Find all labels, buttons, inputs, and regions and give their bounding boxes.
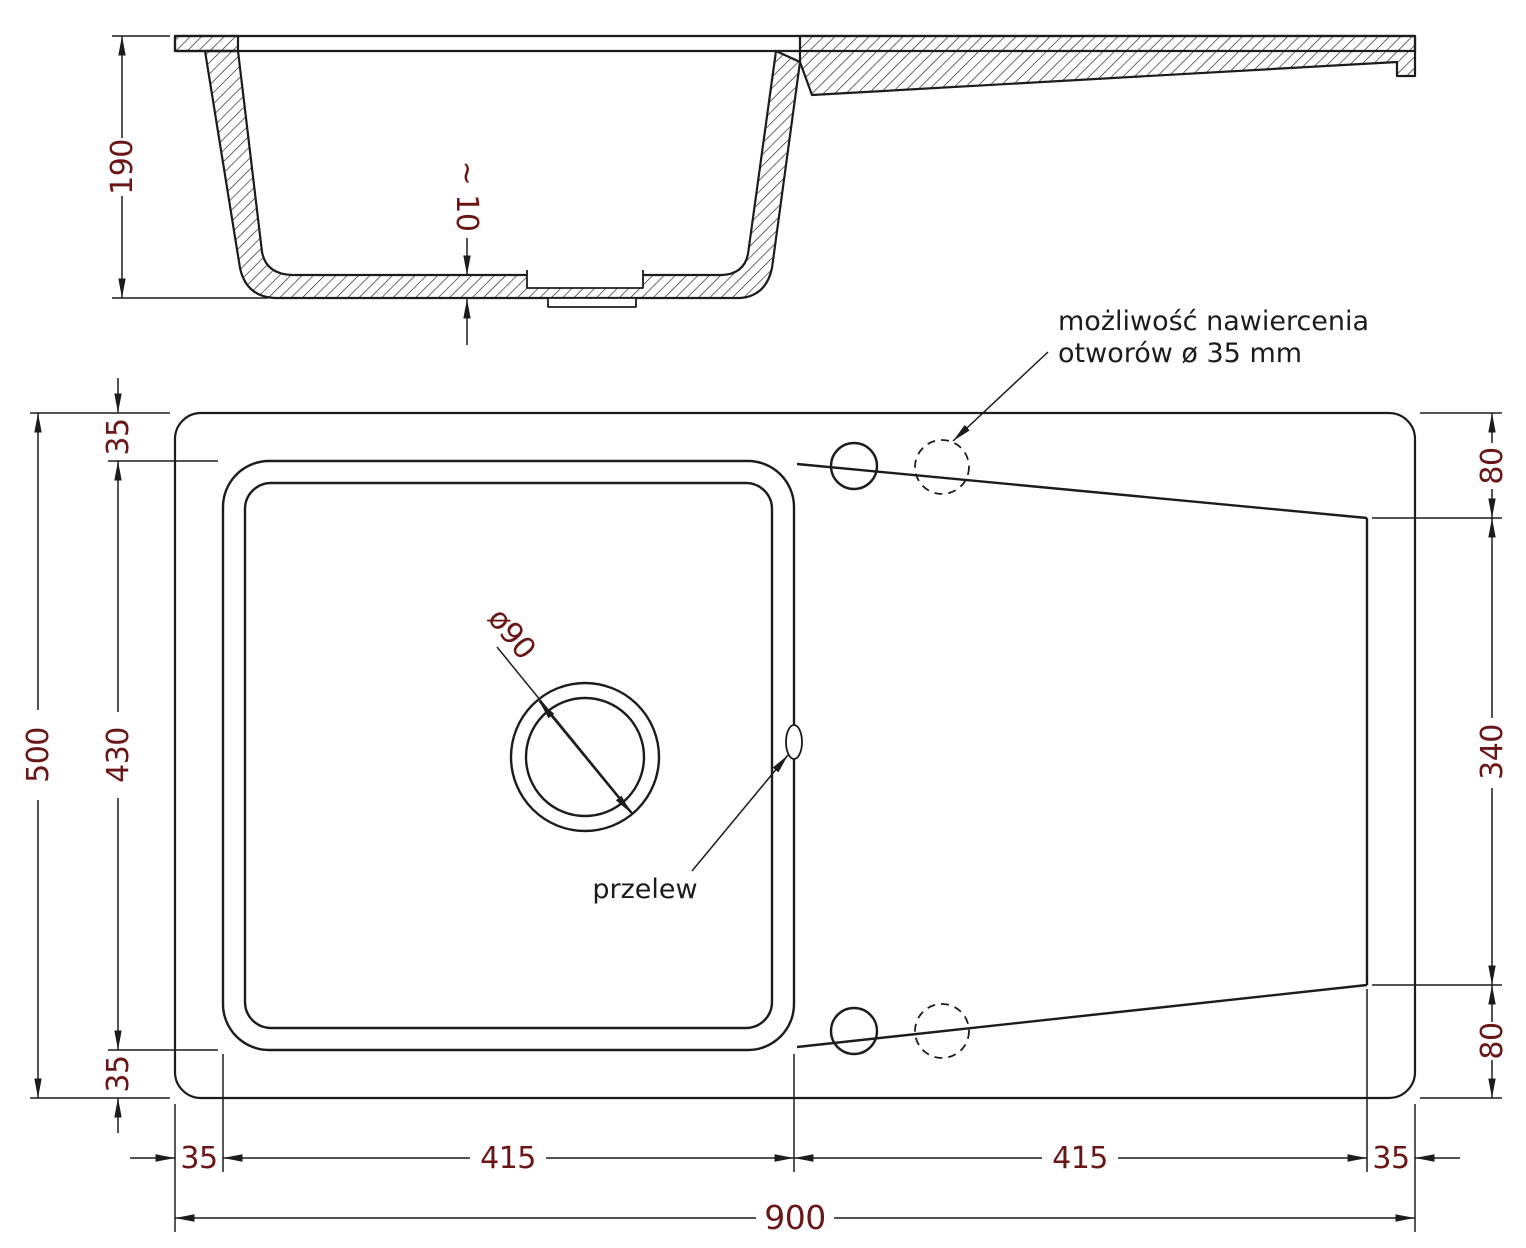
dim-bowl-width: 415: [223, 1141, 794, 1176]
leader-line: [952, 351, 1049, 442]
dim-left-margin: 35: [130, 1141, 218, 1176]
dimension-line: [496, 646, 634, 815]
dim-depth: 190: [105, 35, 268, 299]
dim-depth-label: 190: [105, 139, 140, 195]
dim-right-margin-label: 35: [1372, 1141, 1409, 1176]
dim-bottom-thickness: ~ 10: [449, 161, 484, 345]
dim-right-margin: 35: [1372, 1141, 1460, 1176]
dim-top-margin-label: 35: [101, 418, 136, 455]
dim-right-bottom-offset: 80: [1420, 985, 1510, 1099]
drill-note: możliwość nawiercenia otworów ø 35 mm: [952, 306, 1369, 442]
rim-left-cut: [173, 34, 240, 53]
drainer-bottom-edge: [796, 983, 1368, 1049]
tap-hole-top-optional: [914, 439, 970, 495]
dim-drainer-width: 415: [794, 1141, 1367, 1176]
bowl-wall-profile: [203, 49, 802, 300]
drain-recess-mask: [527, 270, 643, 288]
dim-total-height-label: 500: [21, 727, 56, 783]
overflow-mark: [785, 724, 803, 760]
overflow-label: przelew: [592, 874, 697, 905]
drainer-top-edge: [796, 462, 1368, 520]
dim-left-margin-label: 35: [180, 1141, 217, 1176]
dim-bottom-thickness-label: ~ 10: [449, 161, 484, 232]
dim-right-bottom-offset-label: 80: [1475, 1022, 1510, 1059]
drill-note-line1: możliwość nawiercenia: [1058, 306, 1369, 337]
dim-bowl-height: 430: [101, 461, 218, 1051]
drain-inner-circle: [524, 696, 646, 818]
plan-view: ø90 przelew możliwość nawiercenia otworó…: [173, 306, 1417, 1100]
dimensions: 500 35 430 35 80 340: [21, 378, 1510, 1237]
drain-flange: [547, 297, 637, 308]
dimension-line: [584, 756, 632, 814]
dim-bowl-height-label: 430: [101, 727, 136, 783]
bowl-inner-edge: [243, 481, 774, 1030]
drain-outer-circle: [509, 681, 661, 833]
leader-line: [691, 754, 789, 872]
dim-bowl-width-label: 415: [480, 1141, 536, 1176]
dim-bottom-margin-label: 35: [101, 1055, 136, 1092]
drill-note-line2: otworów ø 35 mm: [1058, 338, 1302, 369]
dim-top-margin: 35: [101, 378, 218, 462]
dim-total-height: 500: [21, 412, 170, 1099]
tap-hole-bottom: [829, 1006, 879, 1056]
tap-hole-bottom-optional: [914, 1003, 970, 1059]
dim-drainer-height: 340: [1372, 518, 1510, 986]
dim-total-width: 900: [175, 1198, 1415, 1237]
drainer-wedge-profile: [798, 34, 1417, 97]
section-view: 190 ~ 10: [105, 34, 1417, 345]
dim-bottom-margin: 35: [101, 1055, 136, 1133]
dim-drainer-height-label: 340: [1475, 724, 1510, 780]
drain-recess: [526, 270, 644, 289]
dim-total-width-label: 900: [764, 1198, 826, 1237]
overflow-callout: przelew: [592, 754, 789, 905]
dim-right-top-offset-label: 80: [1475, 447, 1510, 484]
dim-drainer-width-label: 415: [1052, 1141, 1108, 1176]
tap-hole-top: [829, 441, 879, 491]
dimension-line: [538, 700, 586, 758]
dim-right-top-offset: 80: [1372, 412, 1510, 519]
